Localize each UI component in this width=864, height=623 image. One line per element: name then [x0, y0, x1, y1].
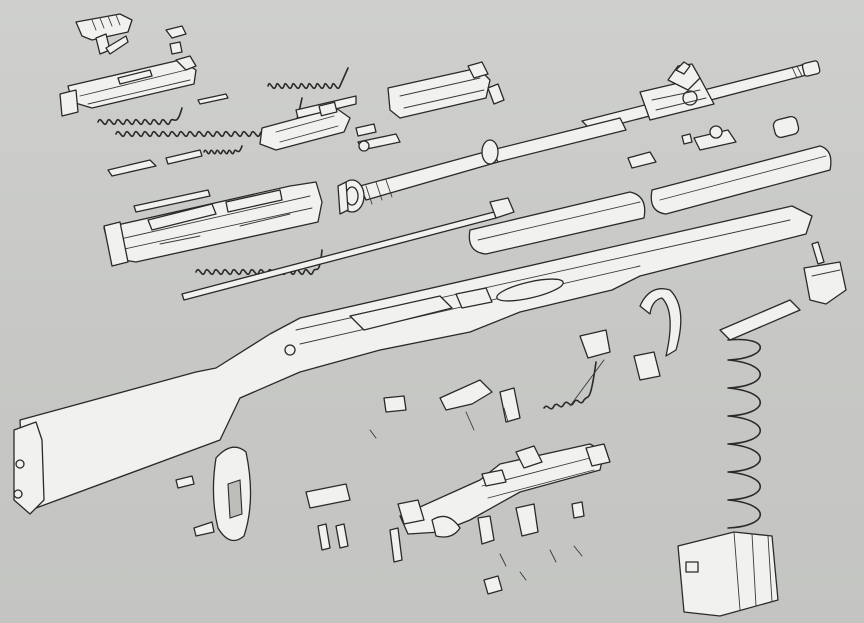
operating-rod: [337, 117, 627, 215]
front-small-parts: [627, 115, 800, 169]
receiver: [103, 181, 323, 267]
hammer-spring: [543, 359, 605, 410]
hammer-trigger-parts: [383, 329, 611, 487]
magazine-follower: [719, 299, 801, 341]
trigger-housing: [397, 443, 611, 538]
rear-sight-assembly: [75, 13, 133, 55]
buttplate-screws: [175, 475, 215, 537]
gas-cylinder-front-sight: [639, 61, 715, 121]
magazine-spring: [727, 338, 761, 529]
stock-ferrule: [803, 261, 847, 305]
stock: [19, 205, 813, 509]
trigger-pins: [369, 407, 585, 581]
ferrule-screw: [811, 241, 825, 265]
buttplate-cap: [212, 446, 252, 542]
rear-sight-screw: [165, 25, 187, 55]
lower-band: [633, 288, 682, 381]
front-handguard: [650, 145, 832, 215]
butt-plate: [13, 421, 45, 515]
recoil-spring: [195, 249, 323, 276]
bolt: [259, 95, 357, 151]
follower-rod: [107, 93, 229, 177]
rear-handguard: [468, 191, 646, 255]
operating-rod-guide: [181, 197, 515, 301]
extractor-ejector: [355, 123, 401, 152]
magazine-body: [677, 531, 779, 617]
receiver-cover: [59, 55, 197, 117]
receiver-upper: [387, 61, 505, 119]
safety-and-screws: [305, 483, 503, 595]
